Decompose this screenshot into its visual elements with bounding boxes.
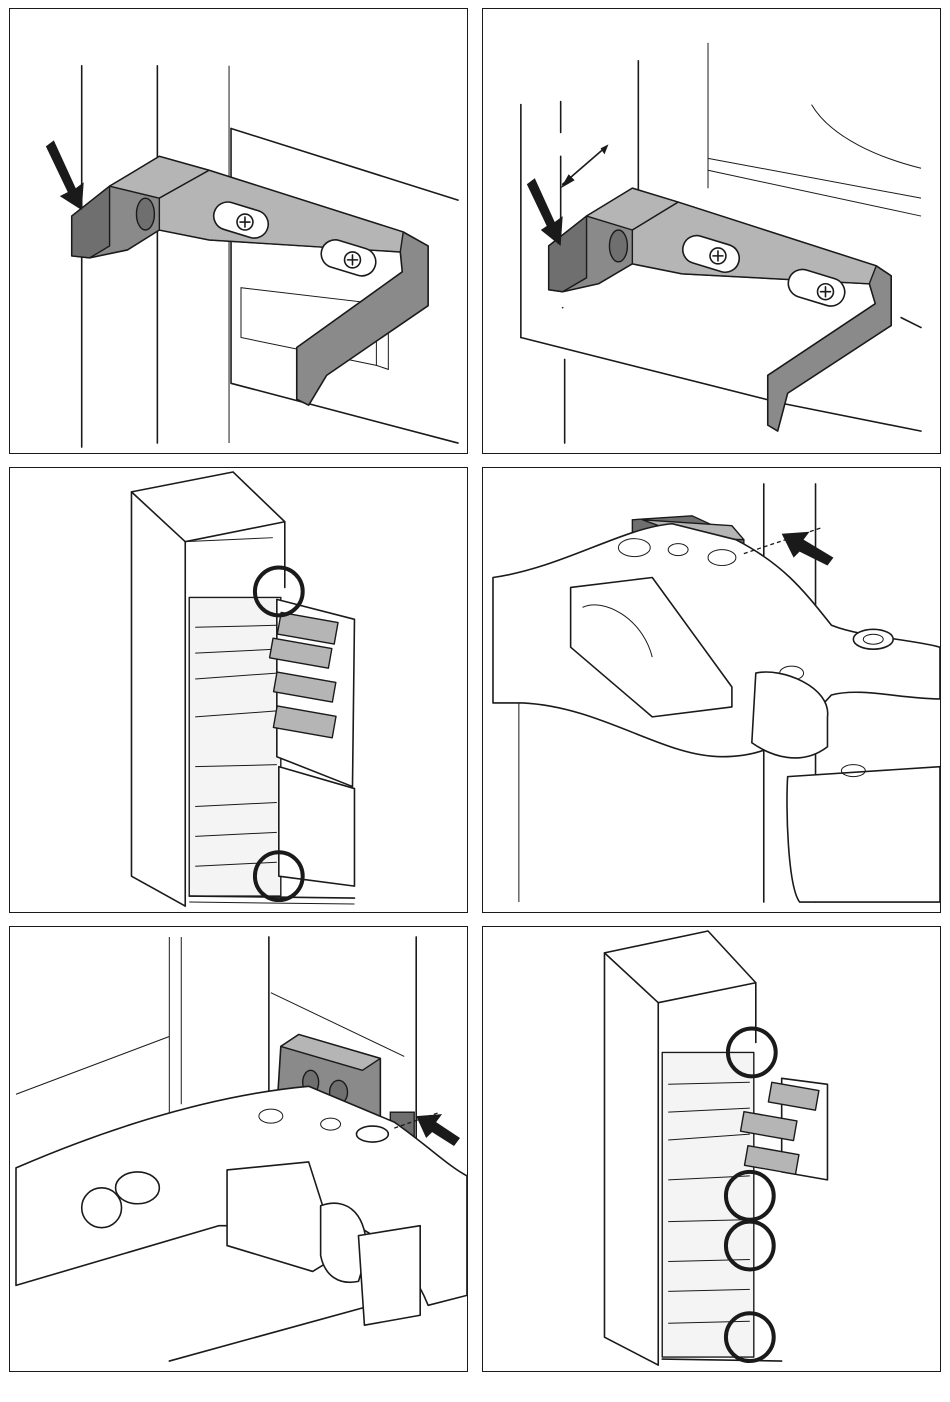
hinge-closeup-illustration [483,468,940,912]
bracket-insert-illustration [10,9,467,453]
figure-step-4 [482,467,941,913]
lower-hinge-illustration [10,927,467,1371]
fridge-four-hinges-illustration [483,927,940,1371]
figure-step-5 [9,926,468,1372]
figure-step-1 [9,8,468,454]
figure-step-3 [9,467,468,913]
arrow-icon [46,140,84,210]
fridge-hinges-illustration [10,468,467,912]
bracket-position-illustration [483,9,940,453]
figure-step-6 [482,926,941,1372]
figure-step-2 [482,8,941,454]
arrow-icon [416,1114,460,1146]
arrow-icon [527,178,563,246]
arrow-icon [782,532,834,566]
